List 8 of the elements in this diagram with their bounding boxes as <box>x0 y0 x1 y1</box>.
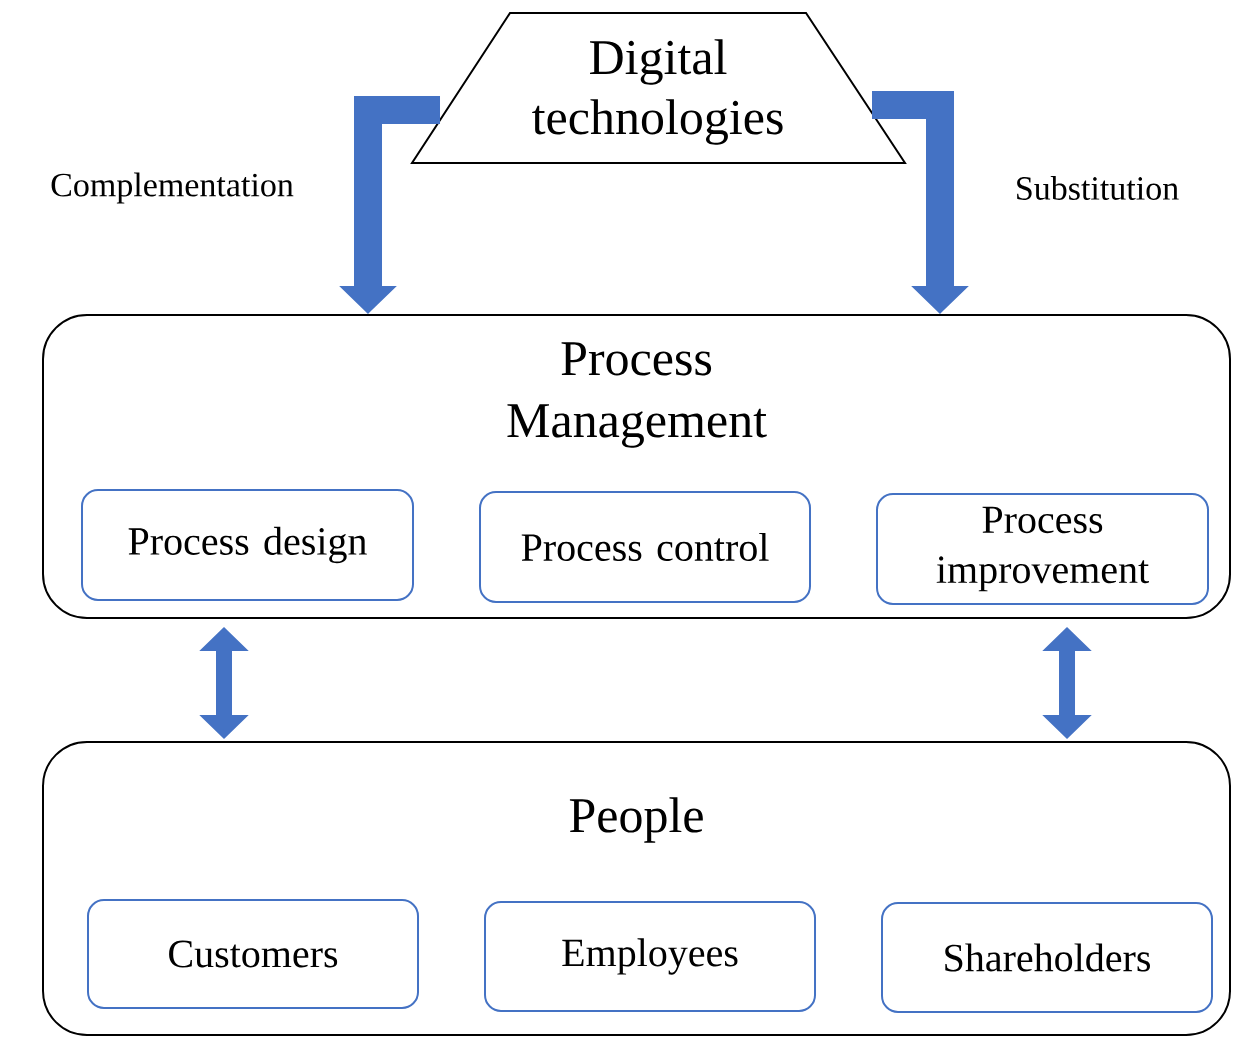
process-box: Process improvement <box>876 493 1209 605</box>
edge-label: Substitution <box>1017 176 1179 200</box>
process-box: Process design <box>81 489 414 601</box>
process-box: Employees <box>484 901 816 1012</box>
process-box: Shareholders <box>881 902 1213 1013</box>
process-box: Customers <box>87 899 419 1009</box>
process-box: Process control <box>479 491 811 603</box>
edge-label: Complementation <box>51 172 294 204</box>
